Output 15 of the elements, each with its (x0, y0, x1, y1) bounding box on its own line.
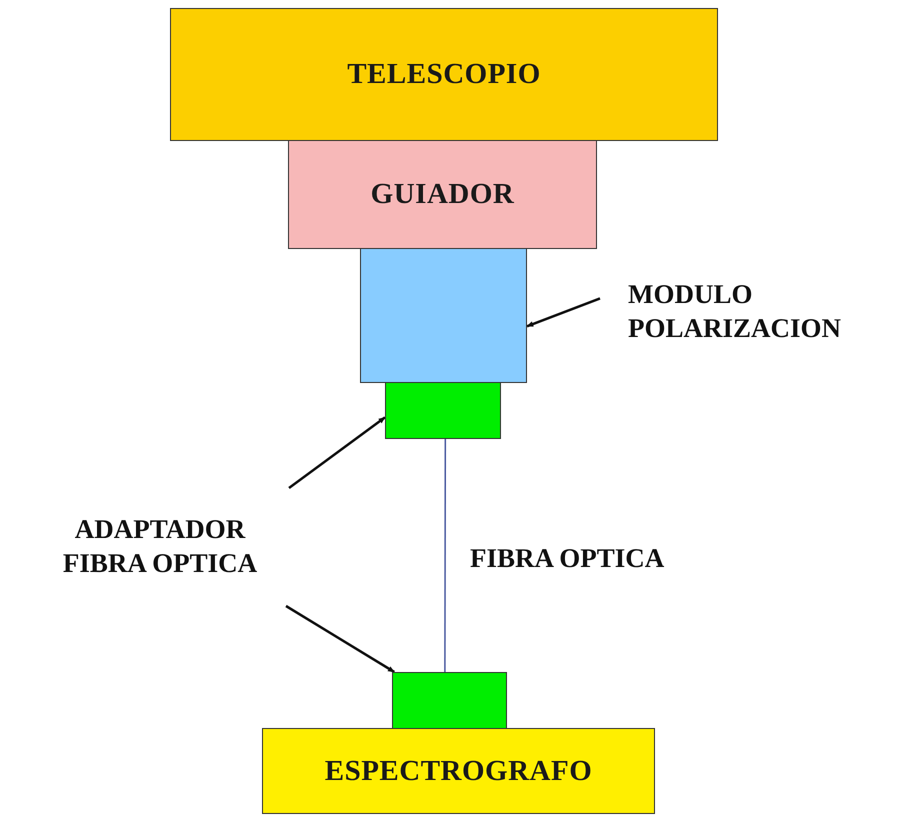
fiber-line (444, 439, 446, 672)
box-label: TELESCOPIO (347, 58, 541, 91)
leader-arrow (288, 416, 386, 489)
callout-text: ADAPTADOR FIBRA OPTICA (62, 513, 258, 580)
leader-arrow (526, 297, 600, 328)
leader-arrow (285, 604, 395, 674)
box-label: GUIADOR (370, 178, 514, 211)
component-block (385, 382, 501, 439)
component-box (170, 8, 718, 141)
component-box (288, 140, 597, 249)
box-label: ESPECTROGRAFO (324, 754, 592, 788)
component-box (262, 728, 655, 814)
component-block (392, 672, 507, 729)
component-block (360, 248, 527, 383)
callout-text: MODULO POLARIZACION (628, 278, 842, 345)
